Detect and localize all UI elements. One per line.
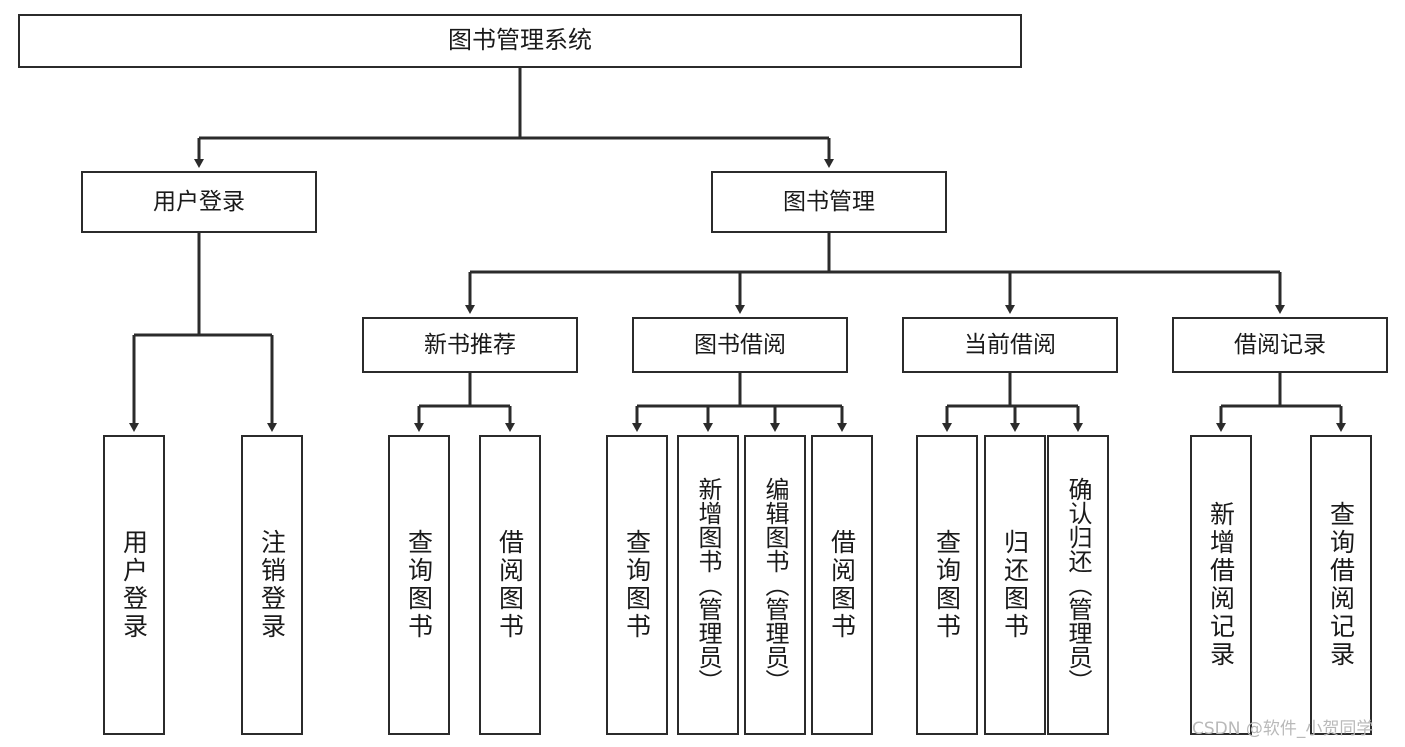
- leaf-borrow-record-query-label: 查询借阅记录: [1326, 501, 1356, 669]
- node-book-management-label: 图书管理: [783, 188, 875, 215]
- leaf-current-borrow-query[interactable]: 查询图书: [916, 435, 978, 735]
- leaf-book-borrow-edit[interactable]: 编辑图书（管理员）: [744, 435, 806, 735]
- leaf-book-borrow-query[interactable]: 查询图书: [606, 435, 668, 735]
- node-user-login[interactable]: 用户登录: [81, 171, 317, 233]
- leaf-user-login-signin-label: 用户登录: [119, 529, 149, 641]
- leaf-book-borrow-query-label: 查询图书: [622, 529, 652, 641]
- leaf-user-login-signin[interactable]: 用户登录: [103, 435, 165, 735]
- node-root-label: 图书管理系统: [448, 26, 592, 55]
- leaf-new-book-borrow-label: 借阅图书: [495, 529, 525, 641]
- node-book-borrow[interactable]: 图书借阅: [632, 317, 848, 373]
- leaf-current-borrow-confirm[interactable]: 确认归还（管理员）: [1047, 435, 1109, 735]
- leaf-book-borrow-borrow[interactable]: 借阅图书: [811, 435, 873, 735]
- leaf-current-borrow-return-label: 归还图书: [1000, 529, 1030, 641]
- node-root[interactable]: 图书管理系统: [18, 14, 1022, 68]
- leaf-user-login-signout[interactable]: 注销登录: [241, 435, 303, 735]
- node-borrow-record[interactable]: 借阅记录: [1172, 317, 1388, 373]
- leaf-current-borrow-confirm-label: 确认归还（管理员）: [1064, 477, 1092, 693]
- leaf-book-borrow-borrow-label: 借阅图书: [827, 529, 857, 641]
- leaf-borrow-record-query[interactable]: 查询借阅记录: [1310, 435, 1372, 735]
- node-new-book-recommend[interactable]: 新书推荐: [362, 317, 578, 373]
- node-new-book-recommend-label: 新书推荐: [424, 331, 516, 358]
- leaf-new-book-query[interactable]: 查询图书: [388, 435, 450, 735]
- leaf-book-borrow-edit-label: 编辑图书（管理员）: [761, 477, 789, 693]
- leaf-current-borrow-return[interactable]: 归还图书: [984, 435, 1046, 735]
- node-book-management[interactable]: 图书管理: [711, 171, 947, 233]
- node-current-borrow[interactable]: 当前借阅: [902, 317, 1118, 373]
- node-current-borrow-label: 当前借阅: [964, 331, 1056, 358]
- leaf-user-login-signout-label: 注销登录: [257, 529, 287, 641]
- leaf-new-book-borrow[interactable]: 借阅图书: [479, 435, 541, 735]
- node-book-borrow-label: 图书借阅: [694, 331, 786, 358]
- leaf-new-book-query-label: 查询图书: [404, 529, 434, 641]
- csdn-watermark: CSDN @软件_小贺同学: [1192, 719, 1374, 739]
- node-user-login-label: 用户登录: [153, 188, 245, 215]
- leaf-book-borrow-add-label: 新增图书（管理员）: [694, 477, 722, 693]
- node-borrow-record-label: 借阅记录: [1234, 331, 1326, 358]
- leaf-book-borrow-add[interactable]: 新增图书（管理员）: [677, 435, 739, 735]
- leaf-borrow-record-add-label: 新增借阅记录: [1206, 501, 1236, 669]
- leaf-current-borrow-query-label: 查询图书: [932, 529, 962, 641]
- leaf-borrow-record-add[interactable]: 新增借阅记录: [1190, 435, 1252, 735]
